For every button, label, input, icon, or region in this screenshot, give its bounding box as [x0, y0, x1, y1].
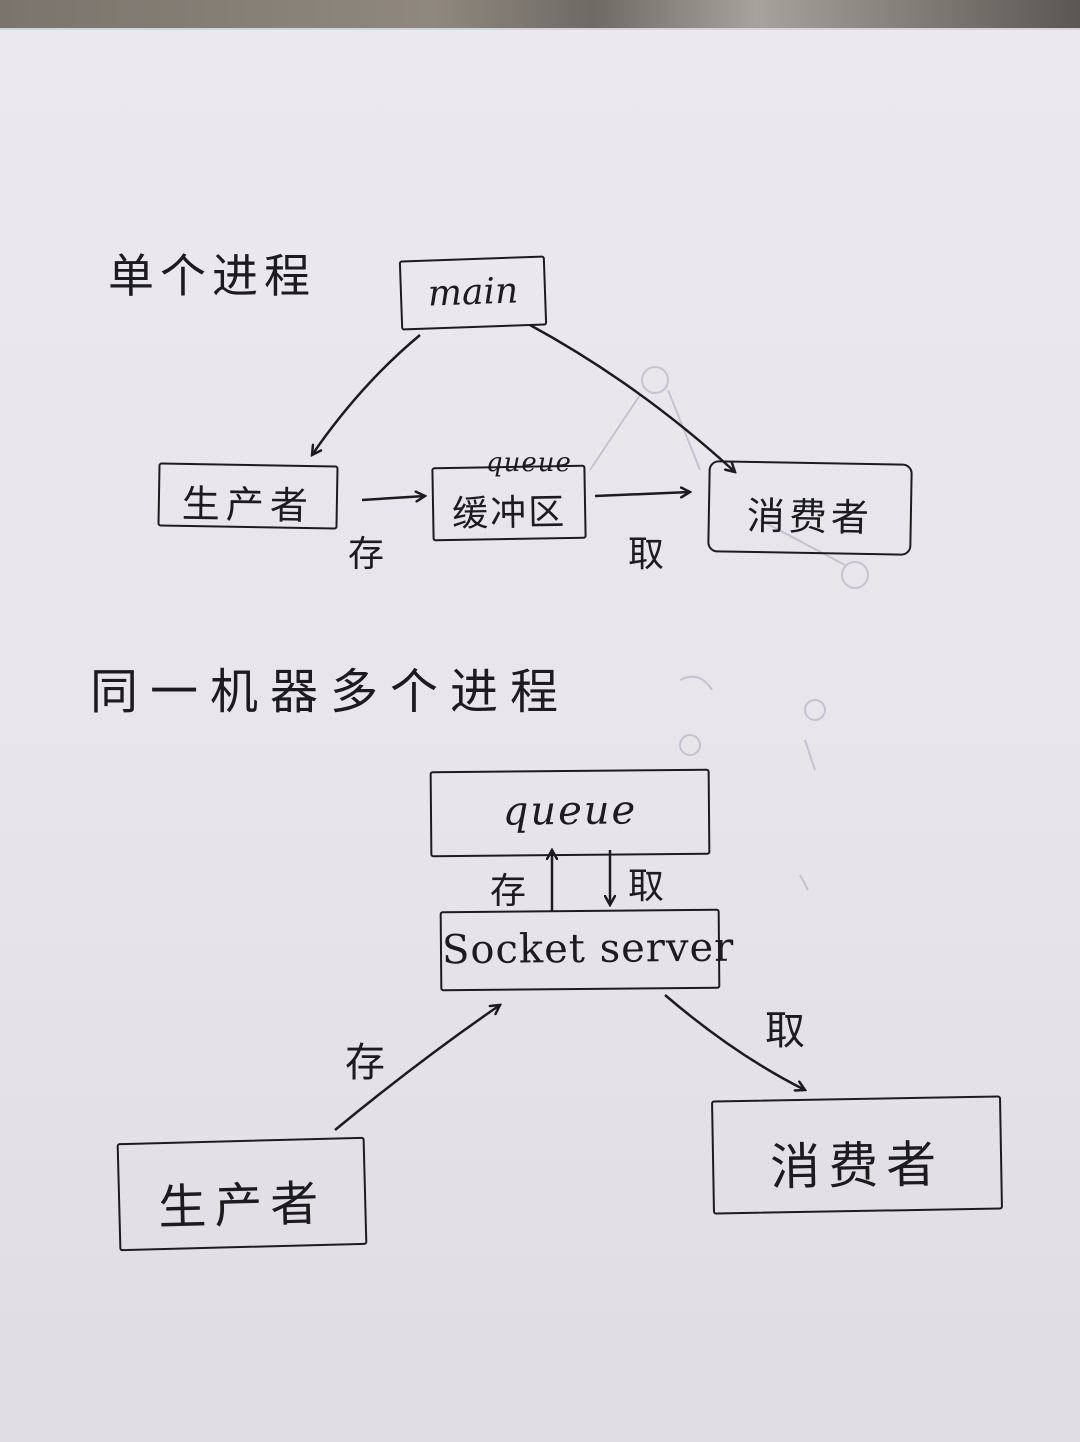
consumer-box-2-label: 消费者 — [769, 1135, 945, 1197]
buffer-note: queue — [486, 448, 572, 478]
arrow-producer-to-server — [334, 1005, 500, 1131]
arrow-main-to-consumer — [529, 323, 735, 472]
producer-box-2: 生产者 — [116, 1136, 368, 1252]
store-label: 存 — [348, 534, 391, 575]
arrow-producer-to-buffer — [361, 496, 425, 500]
fetch-label: 取 — [628, 534, 671, 575]
arrow-buffer-to-consumer — [594, 492, 690, 496]
section2-title: 同一机器多个进程 — [90, 664, 571, 720]
consumer-fetch-label: 取 — [765, 1008, 811, 1054]
producer-box-2-label: 生产者 — [157, 1175, 328, 1237]
consumer-box: 消费者 — [707, 460, 913, 556]
producer-box: 生产者 — [157, 462, 339, 530]
paper-sheet — [0, 28, 1080, 1442]
section1-title: 单个进程 — [108, 249, 316, 303]
consumer-box-label: 消费者 — [746, 493, 874, 541]
queue-box-label: queue — [502, 787, 638, 835]
consumer-box-2: 消费者 — [711, 1095, 1003, 1215]
main-box: main — [398, 255, 548, 331]
buffer-box-label: 缓冲区 — [451, 492, 567, 535]
ghost-marks — [589, 366, 869, 891]
producer-store-label: 存 — [345, 1040, 391, 1086]
arrow-main-to-producer — [312, 334, 421, 455]
socket-server-box-label: Socket server — [441, 924, 735, 974]
desk-background — [0, 0, 1080, 30]
main-box-label: main — [427, 270, 519, 315]
arrow-server-to-consumer — [664, 994, 805, 1090]
socket-server-box: Socket server — [439, 908, 735, 992]
store-up-label: 存 — [490, 871, 533, 912]
queue-box: queue — [429, 768, 711, 858]
producer-box-label: 生产者 — [181, 481, 315, 529]
fetch-down-label: 取 — [628, 866, 671, 907]
